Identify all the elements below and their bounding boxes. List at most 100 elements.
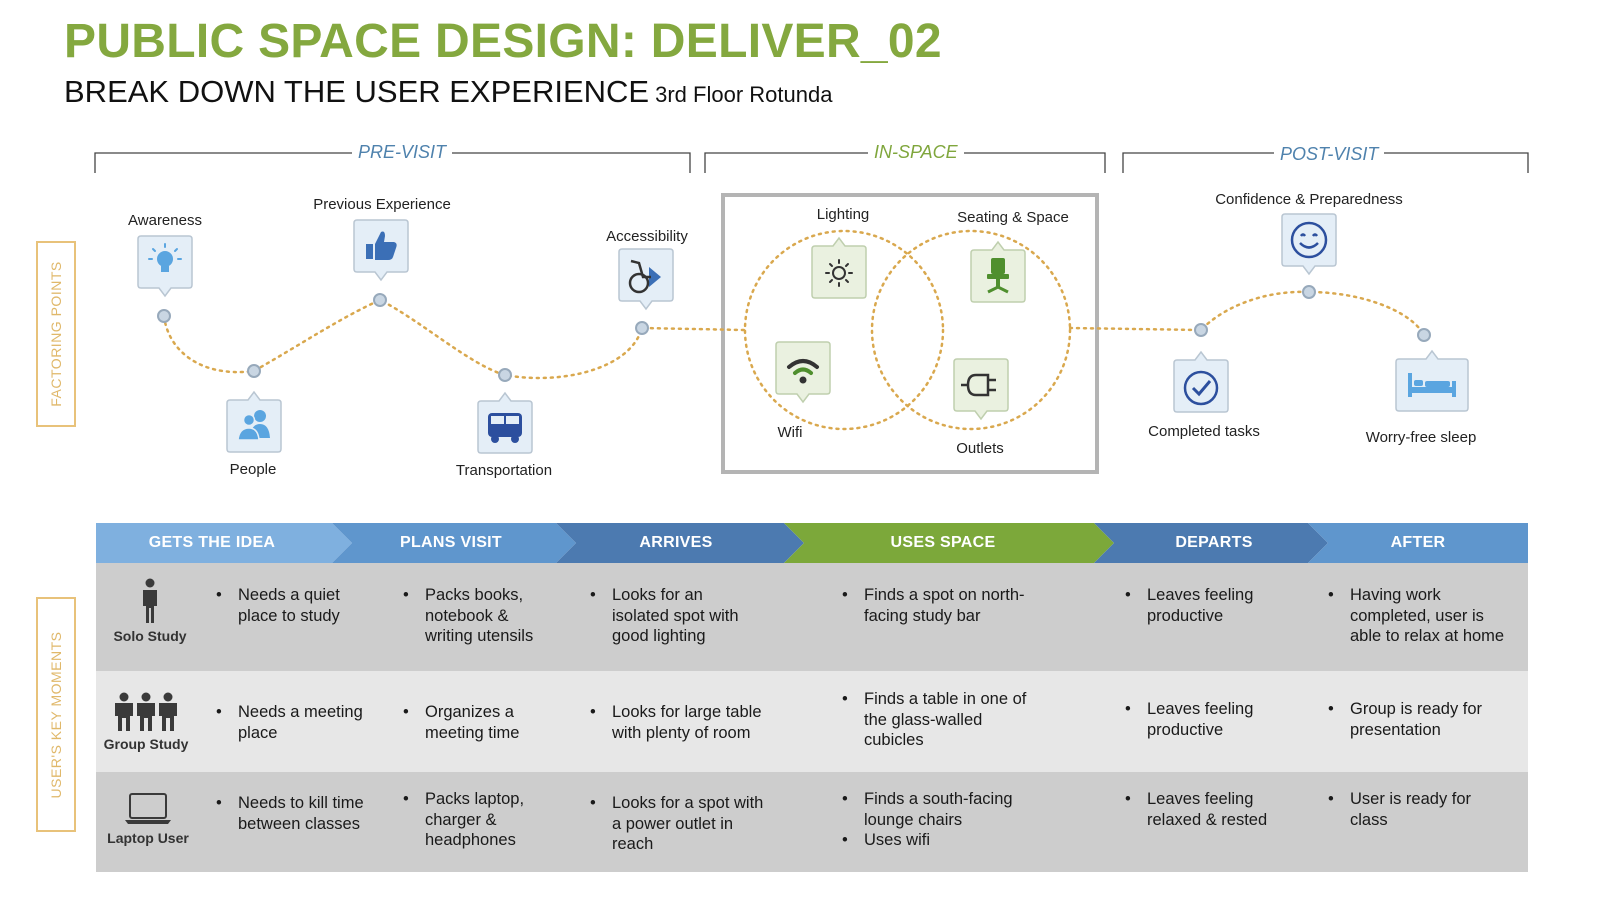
moment-item: Finds a spot on north-facing study bar	[842, 585, 1052, 626]
stage-uses-space: USES SPACE	[890, 534, 996, 551]
laptop-icon	[125, 793, 171, 824]
completed-tasks-node	[1194, 323, 1208, 337]
label-wifi: Wifi	[777, 424, 803, 441]
persona-name: Solo Study	[113, 628, 187, 644]
awareness-node	[157, 309, 171, 323]
sun-icon	[811, 236, 867, 299]
stage-after: AFTER	[1390, 534, 1446, 551]
moment-solo-departs: Leaves feeling productive	[1125, 585, 1285, 626]
venn-circle-right	[870, 229, 1072, 431]
page-title: PUBLIC SPACE DESIGN: DELIVER_02	[64, 15, 942, 68]
checkmark-icon	[1173, 350, 1229, 413]
label-transportation: Transportation	[455, 462, 553, 479]
moment-item: Needs to kill time between classes	[216, 793, 376, 834]
moment-laptop-arrives: Looks for a spot with a power outlet in …	[590, 793, 770, 855]
label-outlets: Outlets	[956, 440, 1004, 457]
location-text: 3rd Floor Rotunda	[655, 82, 833, 107]
moment-item: Leaves feeling productive	[1125, 699, 1285, 740]
accessibility-node	[635, 321, 649, 335]
moment-solo-after: Having work completed, user is able to r…	[1328, 585, 1518, 647]
moment-laptop-plans-visit: Packs laptop, charger & headphones	[403, 789, 553, 851]
label-accessibility: Accessibility	[606, 228, 688, 245]
stage-chevron-uses-space	[784, 523, 1114, 563]
phase-post-visit: POST-VISIT	[1274, 144, 1385, 165]
label-confidence: Confidence & Preparedness	[1215, 191, 1403, 208]
bed-icon	[1395, 349, 1469, 412]
persona-solo-study: Solo Study	[96, 578, 204, 644]
label-seating-space: Seating & Space	[957, 209, 1069, 226]
transportation-node	[498, 368, 512, 382]
label-awareness: Awareness	[128, 212, 202, 229]
stage-chevron-gets-idea	[96, 523, 352, 563]
moment-item: Group is ready for presentation	[1328, 699, 1508, 740]
moment-group-plans-visit: Organizes a meeting time	[403, 702, 553, 743]
thumbs-up-icon	[353, 219, 409, 282]
stage-arrives: ARRIVES	[639, 534, 713, 551]
label-lighting: Lighting	[816, 206, 870, 223]
moment-solo-arrives: Looks for an isolated spot with good lig…	[590, 585, 760, 647]
people-node	[247, 364, 261, 378]
stage-chevron-arrives	[556, 523, 804, 563]
moment-laptop-uses-space: Finds a south-facing lounge chairsUses w…	[842, 789, 1042, 851]
moment-item: Finds a table in one of the glass-walled…	[842, 689, 1042, 751]
previous-experience-node	[373, 293, 387, 307]
moment-item: Having work completed, user is able to r…	[1328, 585, 1518, 647]
label-completed-tasks: Completed tasks	[1148, 423, 1260, 440]
moment-laptop-departs: Leaves feeling relaxed & rested	[1125, 789, 1285, 830]
moment-solo-uses-space: Finds a spot on north-facing study bar	[842, 585, 1052, 626]
label-worry-free-sleep: Worry-free sleep	[1365, 429, 1477, 446]
stage-gets-idea: GETS THE IDEA	[148, 534, 276, 551]
moment-laptop-gets-idea: Needs to kill time between classes	[216, 793, 376, 834]
persona-laptop-user: Laptop User	[94, 792, 202, 846]
stage-bar	[96, 523, 1528, 563]
person-icon	[143, 578, 157, 623]
persona-name: Laptop User	[107, 830, 189, 846]
factoring-points-text: FACTORING POINTS	[48, 261, 64, 407]
group-icon	[115, 692, 177, 731]
moment-group-gets-idea: Needs a meeting place	[216, 702, 376, 743]
bus-icon	[477, 391, 533, 454]
moment-group-after: Group is ready for presentation	[1328, 699, 1508, 740]
moment-item: Organizes a meeting time	[403, 702, 553, 743]
wifi-icon	[775, 341, 831, 404]
moment-item: Needs a quiet place to study	[216, 585, 366, 626]
key-moments-text: USER'S KEY MOMENTS	[48, 631, 64, 798]
wheelchair-icon	[618, 248, 674, 311]
moment-group-uses-space: Finds a table in one of the glass-walled…	[842, 689, 1042, 751]
moment-item: User is ready for class	[1328, 789, 1498, 830]
persona-group-study: Group Study	[92, 692, 200, 752]
moment-group-arrives: Looks for large table with plenty of roo…	[590, 702, 770, 743]
moment-solo-plans-visit: Packs books, notebook & writing utensils	[403, 585, 553, 647]
worry-free-sleep-node	[1417, 328, 1431, 342]
key-moments-label: USER'S KEY MOMENTS	[36, 597, 76, 832]
stage-chevron-plans-visit	[332, 523, 576, 563]
moment-item: Leaves feeling relaxed & rested	[1125, 789, 1285, 830]
moment-item: Looks for large table with plenty of roo…	[590, 702, 770, 743]
moment-item: Looks for an isolated spot with good lig…	[590, 585, 760, 647]
in-space-box	[721, 193, 1099, 474]
people-icon	[226, 390, 282, 453]
label-previous-experience: Previous Experience	[313, 196, 451, 213]
moment-item: Needs a meeting place	[216, 702, 376, 743]
chair-icon	[970, 240, 1026, 303]
moment-item: Uses wifi	[842, 830, 1042, 851]
persona-name: Group Study	[103, 736, 189, 752]
moment-laptop-after: User is ready for class	[1328, 789, 1498, 830]
moment-item: Packs laptop, charger & headphones	[403, 789, 553, 851]
stage-chevron-departs	[1094, 523, 1328, 563]
lightbulb-icon	[137, 235, 193, 298]
label-people: People	[229, 461, 277, 478]
subtitle-text: BREAK DOWN THE USER EXPERIENCE	[64, 74, 650, 109]
moment-item: Looks for a spot with a power outlet in …	[590, 793, 770, 855]
phase-in-space: IN-SPACE	[868, 142, 964, 163]
smiley-icon	[1281, 213, 1337, 276]
moment-item: Packs books, notebook & writing utensils	[403, 585, 553, 647]
stage-departs: DEPARTS	[1175, 534, 1253, 551]
factoring-points-label: FACTORING POINTS	[36, 241, 76, 427]
moment-solo-gets-idea: Needs a quiet place to study	[216, 585, 366, 626]
phase-pre-visit: PRE-VISIT	[352, 142, 453, 163]
confidence-node	[1302, 285, 1316, 299]
moment-item: Leaves feeling productive	[1125, 585, 1285, 626]
